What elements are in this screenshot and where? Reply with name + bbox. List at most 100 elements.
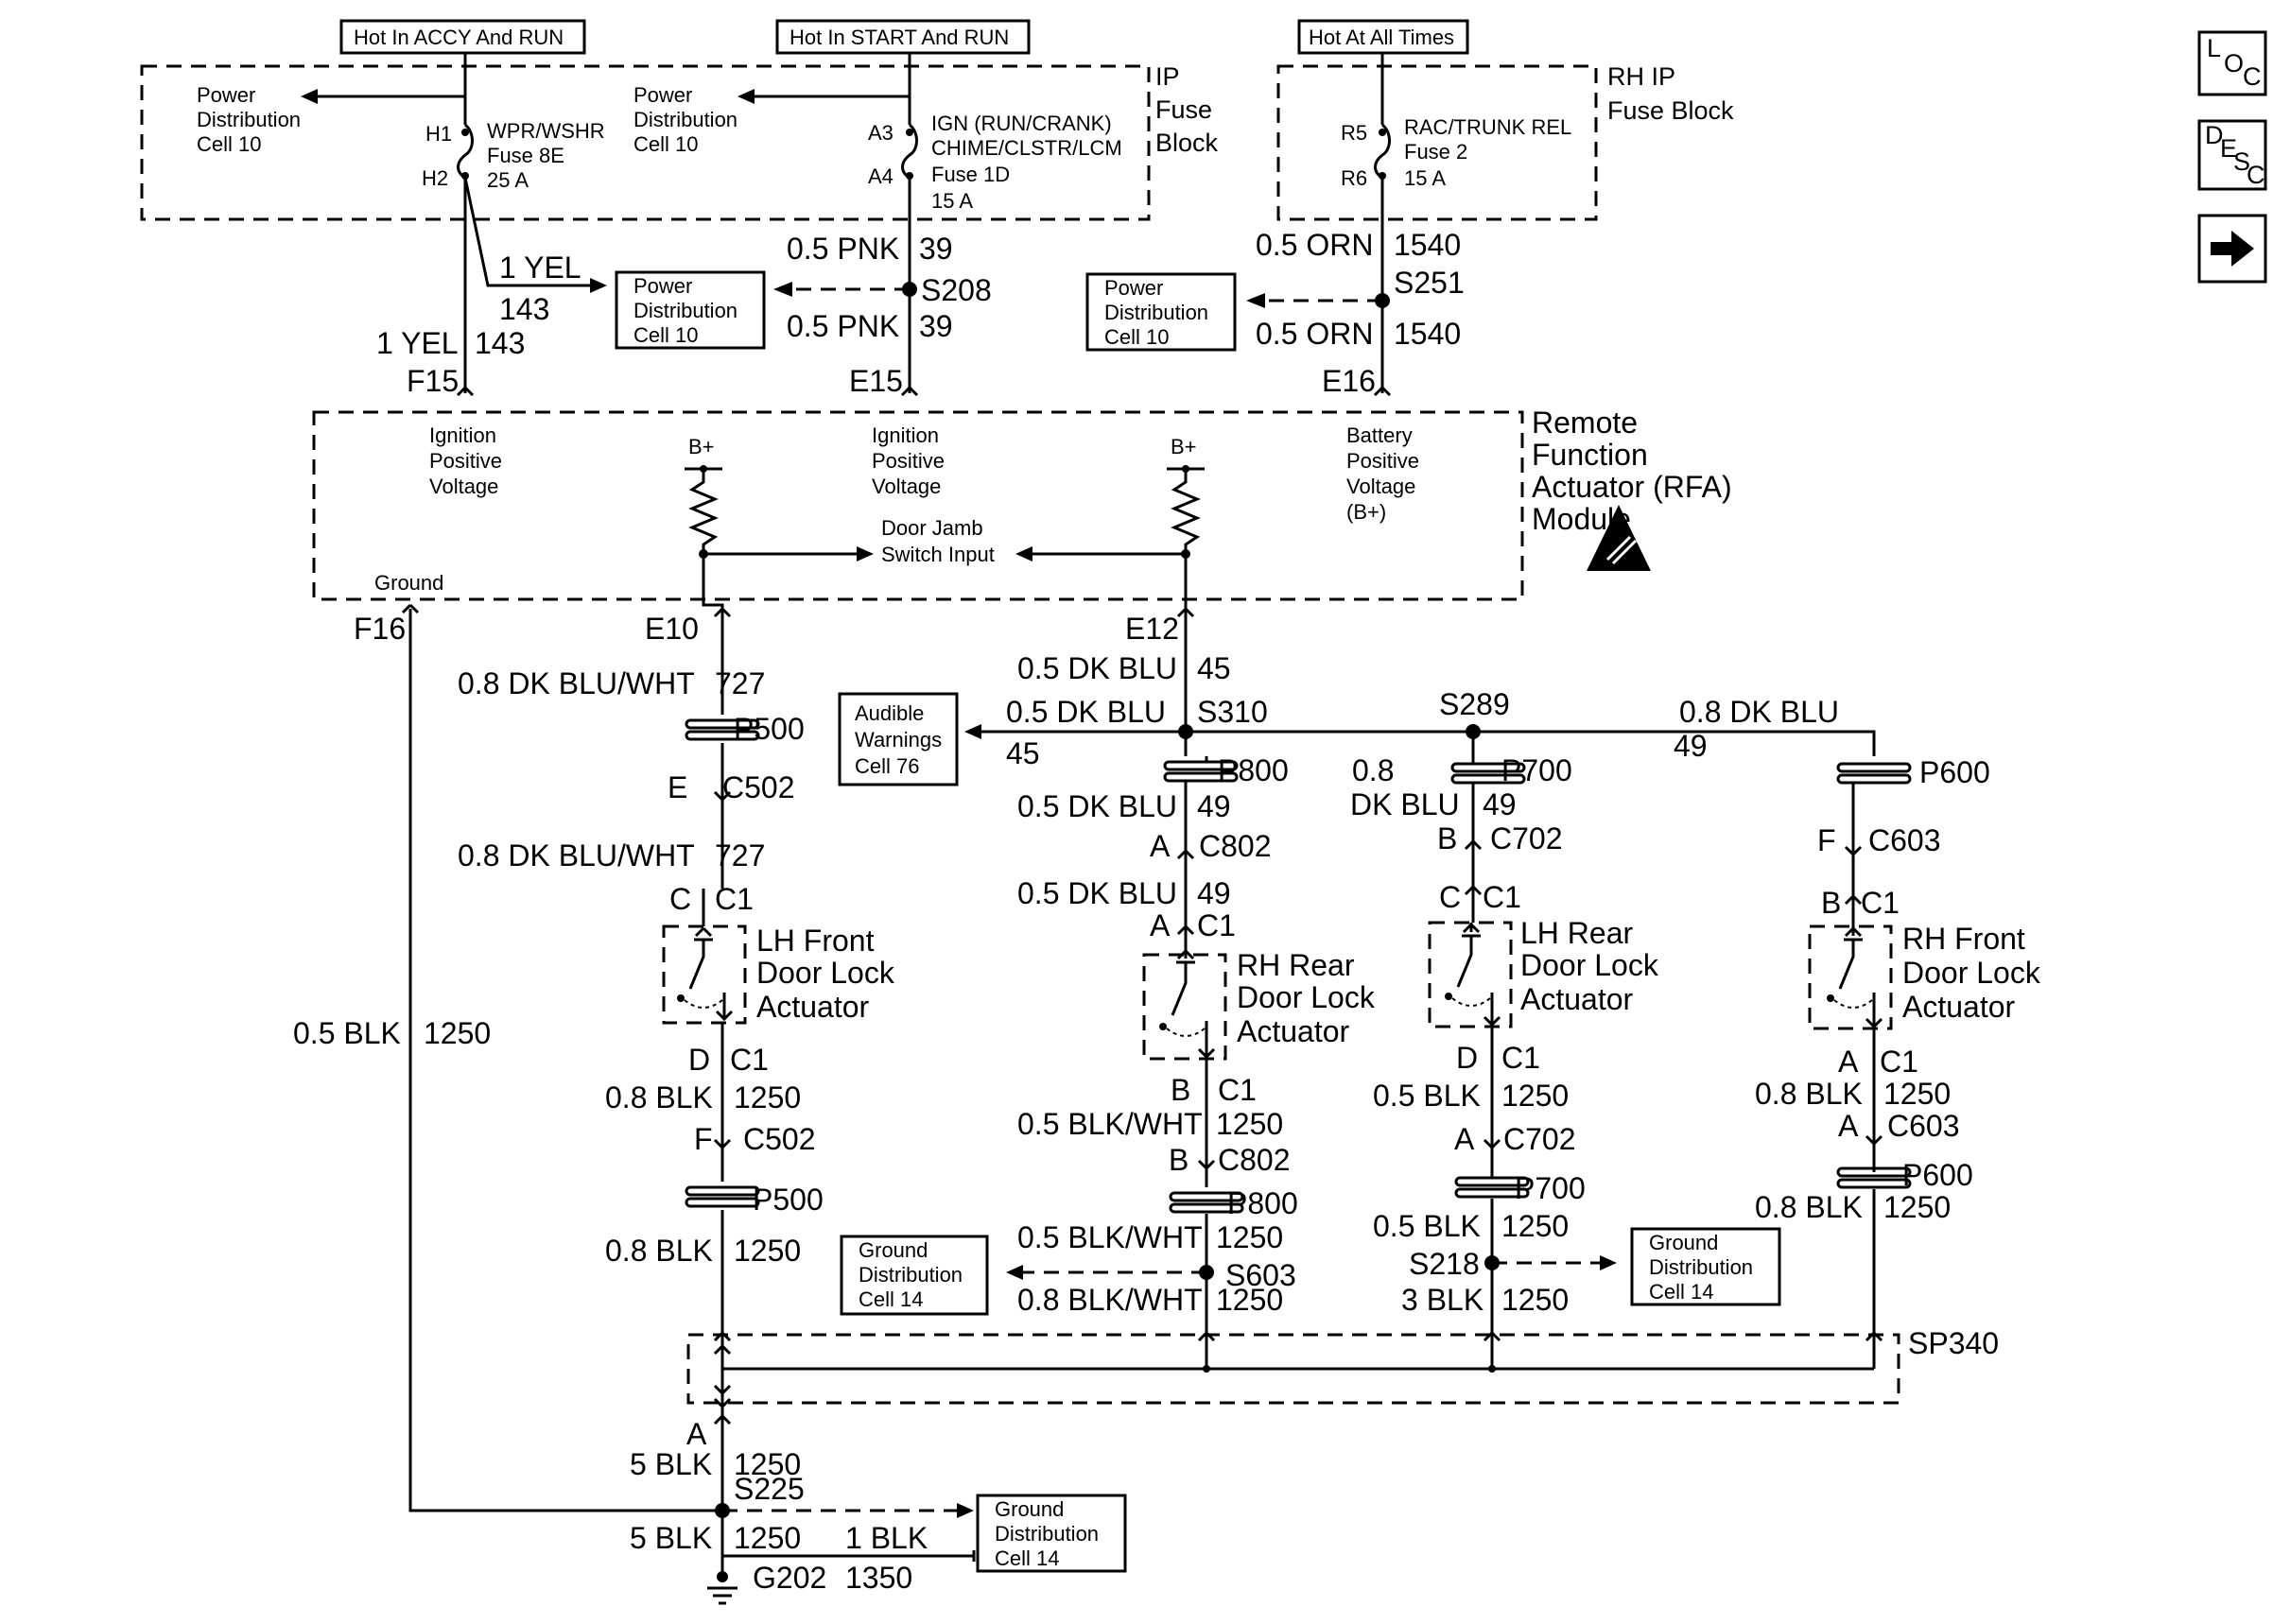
rhr-wire5: 0.8 BLK/WHT bbox=[1017, 1283, 1203, 1317]
rh-ip-fuse-block-label-1: RH IP bbox=[1607, 62, 1675, 91]
rhr-c802a-pin: A bbox=[1150, 829, 1171, 863]
desc-letter-d: D bbox=[2205, 121, 2224, 149]
lhr-wire1a: 0.8 bbox=[1352, 753, 1394, 787]
desc-button[interactable]: D E S C bbox=[2197, 119, 2267, 191]
rhf-c1a: C1 bbox=[1861, 886, 1900, 920]
rfa-ign-2-l2: Positive bbox=[872, 449, 945, 473]
lhf-c1a-pin: C bbox=[669, 882, 691, 916]
splice-s208: S208 bbox=[921, 273, 992, 307]
lhf-label-2: Door Lock bbox=[756, 956, 895, 990]
rfa-title-1: Remote bbox=[1532, 406, 1638, 440]
rhf-wire2-num: 1250 bbox=[1883, 1190, 1951, 1224]
wire-1540: 0.5 ORN 1540 S251 0.5 ORN 1540 Power Dis… bbox=[1085, 178, 1465, 398]
pd-cell10-a-3: Cell 10 bbox=[197, 132, 261, 156]
wire-39: 0.5 PNK 39 S208 0.5 PNK 39 E15 bbox=[773, 178, 992, 398]
fuse-ign-in-pin: A3 bbox=[868, 121, 894, 145]
bottom-ground: A 5 BLK 1250 S225 5 BLK 1250 1 BLK 1350 … bbox=[630, 1413, 1127, 1605]
ip-fuse-block-label-3: Block bbox=[1155, 129, 1219, 157]
rhr-c1a-pin: A bbox=[1150, 908, 1171, 942]
rhf-c1b-pin: A bbox=[1838, 1045, 1859, 1079]
hot-start-run-text: Hot In START And RUN bbox=[789, 26, 1009, 49]
lhr-c702a: C702 bbox=[1490, 821, 1563, 855]
lhr-c702b: C702 bbox=[1503, 1122, 1576, 1156]
lhf-wire1: 0.8 DK BLU/WHT bbox=[458, 666, 695, 700]
rhr-label-3: Actuator bbox=[1237, 1014, 1350, 1048]
rhr-wire2-num: 49 bbox=[1197, 876, 1231, 910]
fuse-wpr-rating: 25 A bbox=[487, 168, 529, 192]
lhr-gnd-3: Cell 14 bbox=[1649, 1280, 1713, 1304]
sp340-splice-pack: SP340 bbox=[686, 1323, 1999, 1425]
pd-cell10-a-1: Power bbox=[197, 83, 255, 107]
rhf-c1a-pin: B bbox=[1821, 886, 1841, 920]
lhf-wire3: 0.8 BLK bbox=[605, 1080, 713, 1114]
fuse-rac-id: Fuse 2 bbox=[1404, 140, 1467, 164]
lhr-wire2-num: 1250 bbox=[1501, 1079, 1569, 1113]
gnd-wire1-num: 1250 bbox=[734, 1447, 801, 1481]
gnd-wire2: 5 BLK bbox=[630, 1521, 712, 1555]
hot-all-times-label: Hot At All Times bbox=[1297, 19, 1469, 55]
lhr-label-2: Door Lock bbox=[1520, 948, 1659, 982]
gnd-box-2: Distribution bbox=[995, 1522, 1099, 1546]
lhr-c1b-pin: D bbox=[1456, 1041, 1478, 1075]
aud-wire-num: 45 bbox=[1006, 736, 1040, 770]
rhr-wire3: 0.5 BLK/WHT bbox=[1017, 1107, 1203, 1141]
rfa-title-3: Actuator (RFA) bbox=[1532, 470, 1732, 504]
rhr-label-2: Door Lock bbox=[1237, 980, 1376, 1014]
pin-e12: E12 bbox=[1125, 612, 1179, 646]
fuse-rac-out-pin: R6 bbox=[1341, 166, 1367, 190]
rhr-c1b: C1 bbox=[1218, 1073, 1257, 1107]
rfa-bplus-2: B+ bbox=[1171, 435, 1197, 458]
wire-yel-1: 1 YEL bbox=[499, 251, 581, 285]
rhf-c603b: C603 bbox=[1887, 1109, 1960, 1143]
rhr-p800b: P800 bbox=[1227, 1186, 1298, 1220]
lhr-c702b-pin: A bbox=[1454, 1122, 1475, 1156]
pin-e15: E15 bbox=[849, 364, 903, 398]
lhf-wire4: 0.8 BLK bbox=[605, 1234, 713, 1268]
rhr-c1a: C1 bbox=[1197, 908, 1236, 942]
rhr-wire1: 0.5 DK BLU bbox=[1017, 789, 1177, 823]
fuse-wpr-id: Fuse 8E bbox=[487, 144, 564, 167]
pd-box-1-l2: Distribution bbox=[633, 299, 737, 322]
lhf-label-3: Actuator bbox=[756, 990, 870, 1024]
rhr-c1b-pin: B bbox=[1171, 1073, 1190, 1107]
rhr-gnd-1: Ground bbox=[859, 1238, 928, 1262]
rfa-door-jamb-2: Switch Input bbox=[881, 543, 995, 566]
lhr-c702a-pin: B bbox=[1437, 821, 1457, 855]
hot-accy-run-text: Hot In ACCY And RUN bbox=[354, 26, 564, 49]
lh-front-column: 0.8 DK BLU/WHT 727 P500 E C502 0.8 DK BL… bbox=[458, 601, 895, 1323]
lhr-wire1b: DK BLU bbox=[1350, 787, 1460, 821]
rhr-c802b: C802 bbox=[1218, 1143, 1291, 1177]
audible-1: Audible bbox=[855, 701, 924, 725]
rhf-label-1: RH Front bbox=[1902, 922, 2025, 956]
pd-box-2-l1: Power bbox=[1104, 276, 1163, 300]
lhr-c1a: C1 bbox=[1483, 880, 1521, 914]
gnd-wire2-num: 1250 bbox=[734, 1521, 801, 1555]
lhf-c502a-pin: E bbox=[668, 770, 687, 804]
rhr-wire2: 0.5 DK BLU bbox=[1017, 876, 1177, 910]
next-button[interactable] bbox=[2197, 214, 2267, 284]
aud-wire: 0.5 DK BLU bbox=[1006, 695, 1166, 729]
lhr-p700a: P700 bbox=[1501, 753, 1572, 787]
pd-cell10-b-1: Power bbox=[633, 83, 692, 107]
wire-yel-2-num: 143 bbox=[475, 326, 525, 360]
lhf-p500b: P500 bbox=[753, 1183, 824, 1217]
desc-letter-c: C bbox=[2247, 161, 2265, 189]
wire-pnk-2: 0.5 PNK bbox=[787, 309, 899, 343]
rhf-wire1: 0.8 BLK bbox=[1755, 1077, 1863, 1111]
splice-s218: S218 bbox=[1409, 1247, 1480, 1281]
splice-s289: S289 bbox=[1439, 687, 1510, 721]
lhf-wire3-num: 1250 bbox=[734, 1080, 801, 1114]
lhr-gnd-1: Ground bbox=[1649, 1231, 1718, 1254]
rhf-c603a: C603 bbox=[1868, 823, 1941, 857]
pd-cell10-a-2: Distribution bbox=[197, 108, 301, 131]
lhr-wire4-num: 1250 bbox=[1501, 1283, 1569, 1317]
lhf-wire2-num: 727 bbox=[715, 838, 765, 872]
wire-yel-2: 1 YEL bbox=[376, 326, 459, 360]
pd-box-1-l3: Cell 10 bbox=[633, 323, 698, 347]
splice-s310: S310 bbox=[1197, 695, 1268, 729]
lhr-wire3-num: 1250 bbox=[1501, 1209, 1569, 1243]
lhf-c1b-pin: D bbox=[688, 1043, 710, 1077]
splice-s251: S251 bbox=[1394, 266, 1465, 300]
lhr-wire1-num: 49 bbox=[1483, 787, 1517, 821]
loc-button[interactable]: L O C bbox=[2197, 30, 2267, 96]
